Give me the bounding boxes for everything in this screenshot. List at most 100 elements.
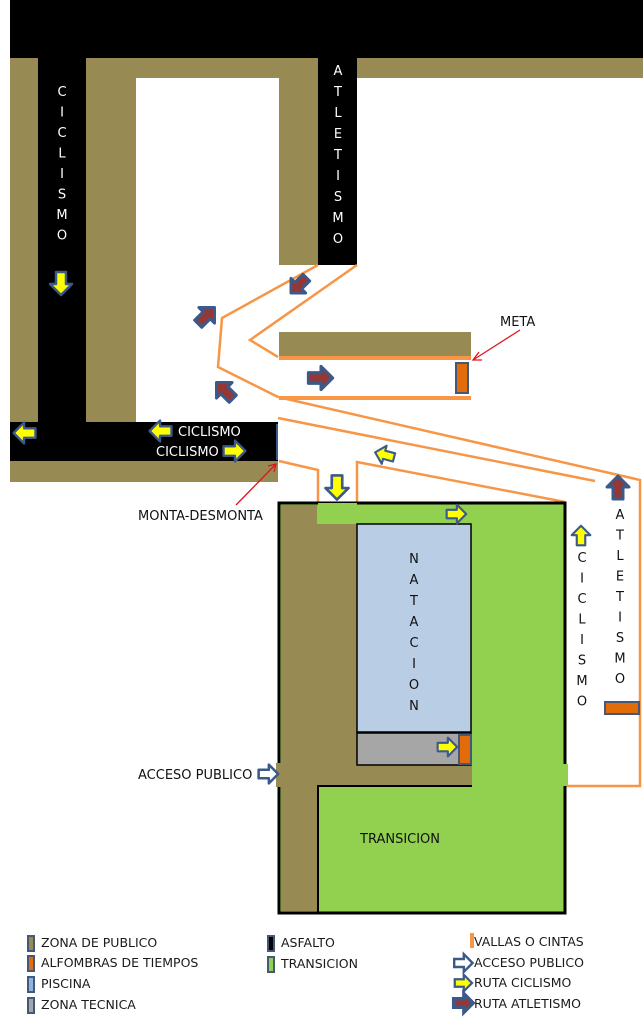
cycling-arrow-down-icon: [324, 474, 350, 501]
running-arrow-icon: [188, 298, 224, 334]
legend-symbols: [451, 933, 475, 1015]
public-zone-left-strip: [10, 58, 38, 422]
vertical-letter: A: [410, 573, 419, 588]
vertical-letter: I: [412, 657, 416, 672]
pool: [356, 523, 472, 733]
transicion-label: TRANSICION: [359, 832, 440, 847]
legend-cycling-route-icon: [453, 973, 474, 993]
ciclismo-horizontal-label-1: CICLISMO: [178, 425, 241, 440]
legend-swatch-transicion: [267, 956, 275, 973]
legend-fence-icon: [470, 933, 474, 948]
asphalt-cycling-vertical: [38, 58, 86, 480]
legend-swatch-piscina: [27, 976, 35, 993]
legend-swatch-zona-publico: [27, 935, 35, 952]
asphalt-top-road: [10, 0, 643, 58]
vertical-letter: L: [334, 106, 342, 121]
vertical-letter: C: [577, 592, 586, 607]
vertical-letter: I: [60, 106, 64, 121]
running-arrow-up-icon: [605, 474, 631, 501]
vertical-letter: T: [615, 590, 624, 605]
public-zone-venue-upper: [317, 524, 357, 786]
public-zone-venue-left: [281, 505, 317, 911]
timing-mat-meta: [455, 362, 469, 394]
vertical-letter: L: [58, 147, 66, 162]
transition-entry: [318, 503, 357, 524]
running-arrow-icon: [207, 373, 243, 409]
vertical-letter: S: [578, 654, 586, 669]
timing-mat-pool-exit: [458, 734, 472, 765]
public-zone-bottom-strip: [10, 461, 278, 482]
vertical-letter: T: [333, 85, 342, 100]
cycling-arrow-up-icon: [570, 524, 592, 547]
legend-label: RUTA CICLISMO: [474, 975, 572, 990]
asphalt-atletismo-vertical: [318, 58, 357, 265]
vertical-letter: O: [57, 229, 67, 244]
legend-public-access-icon: [453, 953, 474, 973]
public-zone-top-right: [357, 58, 643, 78]
vertical-letter: N: [409, 699, 419, 714]
vertical-letter: C: [57, 126, 66, 141]
vertical-letter: M: [332, 211, 343, 226]
legend-swatch-asfalto: [267, 935, 275, 952]
vertical-letter: M: [56, 208, 67, 223]
vertical-letter: T: [333, 148, 342, 163]
legend-label: RUTA ATLETISMO: [474, 996, 581, 1011]
vertical-letter: C: [577, 551, 586, 566]
public-zone-left-inner: [86, 58, 136, 422]
vertical-letter: S: [58, 188, 66, 203]
vertical-letter: S: [616, 631, 624, 646]
acceso-publico-label: ACCESO PUBLICO: [138, 768, 252, 783]
vertical-letter: A: [616, 508, 625, 523]
public-access-arrow-icon: [257, 763, 280, 785]
legend-label: ZONA TECNICA: [41, 997, 136, 1012]
vertical-letter: M: [576, 674, 587, 689]
vertical-letter: I: [618, 611, 622, 626]
public-zone-meta: [279, 332, 471, 357]
vertical-letter: O: [577, 695, 587, 710]
legend-label: ZONA DE PUBLICO: [41, 935, 158, 950]
vertical-letter: M: [614, 652, 625, 667]
vertical-letter: T: [615, 529, 624, 544]
timing-mat-atletismo-exit: [604, 701, 640, 715]
monta-desmonta-label: MONTA-DESMONTA: [138, 509, 263, 524]
legend-label: TRANSICION: [281, 956, 358, 971]
vertical-letter: I: [60, 167, 64, 182]
callout-arrows: [235, 329, 521, 506]
legend-label: ALFOMBRAS DE TIEMPOS: [41, 955, 199, 970]
vertical-letter: O: [409, 678, 419, 693]
vertical-letter: O: [615, 672, 625, 687]
meta-label: META: [500, 315, 535, 330]
public-zone-atletismo-left: [279, 58, 318, 265]
public-zone-top-inner: [136, 58, 318, 78]
vertical-letter: E: [334, 127, 342, 142]
vertical-letter: L: [616, 549, 624, 564]
public-zone-venue-band: [317, 765, 472, 786]
right-exit-gap: [562, 764, 568, 786]
vertical-letter: A: [410, 615, 419, 630]
vertical-letter: S: [334, 190, 342, 205]
vertical-letter: I: [580, 633, 584, 648]
vertical-letter: O: [333, 232, 343, 247]
legend-label: VALLAS O CINTAS: [474, 934, 584, 949]
legend-label: PISCINA: [41, 976, 91, 991]
running-arrow-right-icon: [306, 364, 335, 392]
vertical-letter: E: [616, 570, 624, 585]
ciclismo-horizontal-label-2: CICLISMO: [156, 445, 219, 460]
legend-swatch-zona-tecnica: [27, 997, 35, 1014]
fences: [216, 263, 642, 788]
vertical-letter: A: [334, 64, 343, 79]
legend-label: ACCESO PUBLICO: [474, 955, 584, 970]
vertical-letter: I: [336, 169, 340, 184]
vertical-letter: I: [580, 572, 584, 587]
legend-running-route-icon: [451, 991, 475, 1015]
vertical-letter: T: [409, 594, 418, 609]
vertical-letter: N: [409, 552, 419, 567]
vertical-letter: C: [409, 636, 418, 651]
cycling-arrow-left-icon: [371, 442, 398, 468]
